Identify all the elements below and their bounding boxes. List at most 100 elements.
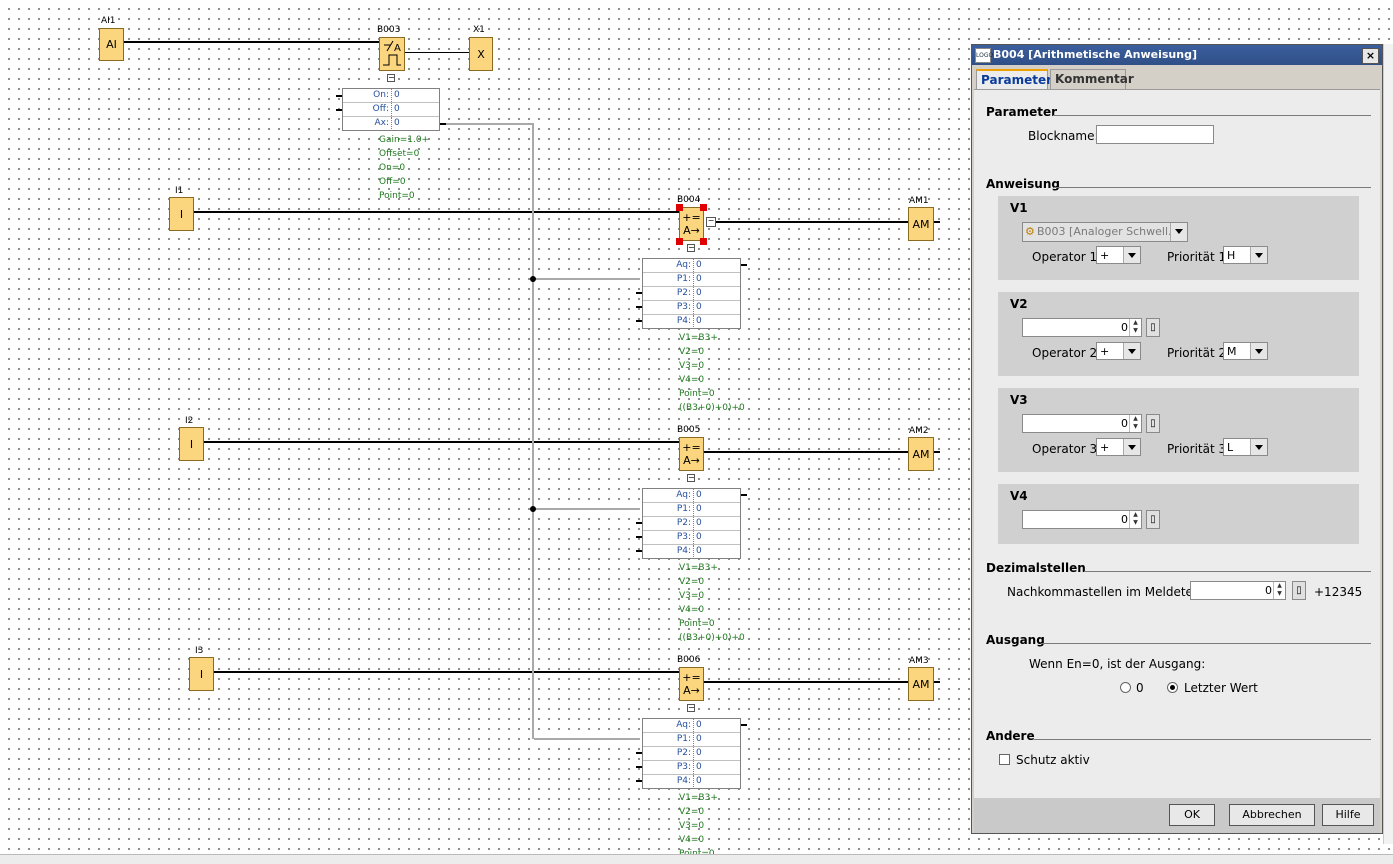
block-x1[interactable]: X [469,37,493,71]
cancel-button[interactable]: Abbrechen [1229,804,1315,826]
selection-handle[interactable] [676,204,683,211]
group-title: V2 [1010,297,1028,311]
vertical-scrollbar[interactable] [1383,44,1393,844]
block-i3[interactable]: I [189,657,214,691]
dialog-title-bar[interactable]: LOGO B004 [Arithmetische Anweisung] × [972,45,1382,65]
blockname-label: Blockname: [1028,129,1099,143]
block-i1[interactable]: I [169,197,194,231]
info-line: V2=0 [679,577,705,587]
decimal-places-input[interactable]: 0 ▲▼ [1190,581,1286,600]
block-am1[interactable]: AM [908,207,934,241]
info-line: V2=0 [679,347,705,357]
operator-label: Operator 1: [1032,250,1102,264]
output-zero-label[interactable]: 0 [1136,681,1144,695]
v4-reference-button[interactable]: ▯ [1146,510,1160,529]
block-label-am1: AM1 [909,196,929,206]
select-value: L [1227,441,1234,454]
threshold-icon: A [383,40,401,66]
pin [440,123,446,125]
selection-handle[interactable] [700,238,707,245]
pin [636,536,642,538]
select-value: + [1100,249,1110,262]
close-button[interactable]: × [1362,48,1379,64]
output-last-value-label[interactable]: Letzter Wert [1184,681,1258,695]
spin-arrows-icon[interactable]: ▲▼ [1129,415,1141,432]
spin-arrows-icon[interactable]: ▲▼ [1129,319,1141,336]
info-line: V1=B3+ [679,333,718,343]
param-value: 0 [394,90,400,100]
group-title: V1 [1010,201,1028,215]
block-b003[interactable]: A [379,37,405,71]
selection-handle[interactable] [676,238,683,245]
pin [636,292,642,294]
pin [741,494,747,496]
pin [636,550,642,552]
protection-checkbox[interactable] [999,754,1010,765]
decimal-reference-button[interactable]: ▯ [1292,581,1306,600]
param-row: P3:0 [643,761,740,775]
param-key: P1: [643,273,694,286]
v2-value-input[interactable]: 0 ▲▼ [1022,318,1142,337]
v4-value-input[interactable]: 0 ▲▼ [1022,510,1142,529]
tab-kommentar[interactable]: Kommentar [1050,69,1134,89]
collapse-toggle[interactable]: − [687,243,695,252]
output-label: Wenn En=0, ist der Ausgang: [1029,657,1206,671]
spin-arrows-icon[interactable]: ▲▼ [1273,582,1285,599]
wire-ax-out [446,123,534,125]
divider [1084,571,1371,572]
select-value: + [1100,345,1110,358]
wire-to-b006-in [534,738,640,740]
param-value: 0 [696,504,702,514]
horizontal-scrollbar[interactable] [0,854,1393,864]
collapse-toggle[interactable]: − [706,216,716,227]
info-line: ((B3+0)+0)+0 [679,403,745,413]
block-am3[interactable]: AM [908,667,934,701]
block-b004[interactable]: += A→ [679,207,704,241]
selection-handle[interactable] [700,204,707,211]
info-line: V3=0 [679,821,705,831]
collapse-toggle[interactable]: − [687,703,695,712]
param-key: Aq: [643,259,694,272]
v2-reference-button[interactable]: ▯ [1146,318,1160,337]
pin [336,95,342,97]
block-b005[interactable]: += A→ [679,437,704,471]
v3-value-input[interactable]: 0 ▲▼ [1022,414,1142,433]
block-ref-icon: ⚙ [1025,225,1035,238]
priority-3-select[interactable]: L [1223,438,1268,456]
block-am2[interactable]: AM [908,437,934,471]
param-row: Ax:0 [343,117,439,131]
group-title: V3 [1010,393,1028,407]
operator-3-select[interactable]: + [1096,438,1141,456]
pin [636,306,642,308]
param-key: P1: [643,733,694,746]
block-ai1[interactable]: AI [99,28,124,61]
info-line: V3=0 [679,361,705,371]
blockname-input[interactable] [1096,125,1214,144]
output-last-value-radio[interactable] [1167,682,1178,693]
v1-source-select[interactable]: B003 [Analoger Schwell... ⚙ [1022,222,1188,242]
collapse-toggle[interactable]: − [687,473,695,482]
operator-label: Operator 2: [1032,346,1102,360]
info-line: Gain=1.0+ [379,135,430,145]
priority-1-select[interactable]: H [1223,246,1268,264]
block-i2[interactable]: I [179,427,204,461]
spin-arrows-icon[interactable]: ▲▼ [1129,511,1141,528]
output-zero-radio[interactable] [1120,682,1131,693]
param-value: 0 [696,316,702,326]
v3-reference-button[interactable]: ▯ [1146,414,1160,433]
operator-2-select[interactable]: + [1096,342,1141,360]
param-key: Aq: [643,719,694,732]
section-dezimalstellen: Dezimalstellen [986,561,1086,575]
param-value: 0 [696,302,702,312]
protection-label[interactable]: Schutz aktiv [1016,753,1090,767]
block-b006[interactable]: += A→ [679,667,704,701]
ok-button[interactable]: OK [1169,804,1215,826]
info-line: Point=0 [379,191,415,201]
collapse-toggle[interactable]: − [387,73,395,82]
wire-i2-b005 [204,441,680,443]
priority-2-select[interactable]: M [1223,342,1268,360]
operator-1-select[interactable]: + [1096,246,1141,264]
help-button[interactable]: Hilfe [1322,804,1374,826]
tab-parameter[interactable]: Parameter [976,69,1052,89]
pin [636,522,642,524]
